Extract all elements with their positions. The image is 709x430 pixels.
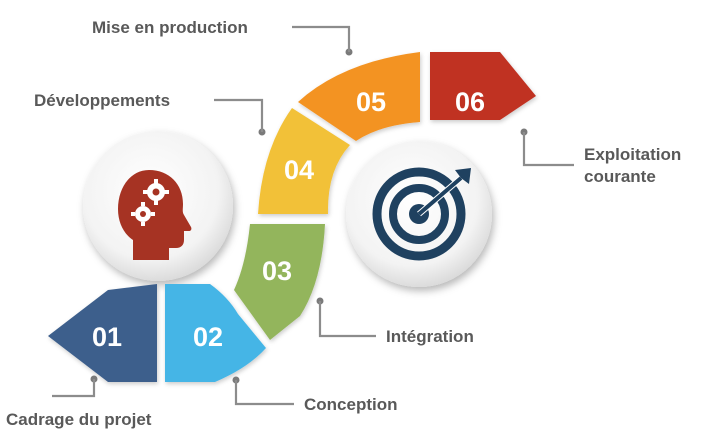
step-2-segment[interactable] xyxy=(165,284,266,382)
step-6-segment[interactable] xyxy=(430,52,536,120)
head-with-gears-icon xyxy=(118,170,192,260)
step-4-number: 04 xyxy=(284,155,314,185)
step-6-number: 06 xyxy=(455,87,485,117)
step-6-label-line-1: Exploitation xyxy=(584,145,681,164)
connector-step-3 xyxy=(316,297,376,338)
connector-step-4 xyxy=(214,98,266,136)
step-5-segment[interactable] xyxy=(298,52,420,141)
step-4-label: Développements xyxy=(34,91,170,110)
step-6-label-line-2: courante xyxy=(584,167,656,186)
step-3-segment[interactable] xyxy=(234,224,325,340)
connector-step-2 xyxy=(232,376,294,406)
step-6-label: Exploitation courante xyxy=(584,145,686,186)
step-2-label: Conception xyxy=(304,395,398,414)
target-with-arrow-icon xyxy=(372,167,471,261)
step-5-number: 05 xyxy=(356,87,386,117)
step-1-segment[interactable] xyxy=(48,284,157,382)
step-4-segment[interactable] xyxy=(258,108,350,214)
connector-step-5 xyxy=(292,25,353,56)
step-1-label: Cadrage du projet xyxy=(6,410,152,429)
step-3-number: 03 xyxy=(262,256,292,286)
step-5-label: Mise en production xyxy=(92,18,248,37)
step-2-number: 02 xyxy=(193,322,223,352)
step-1-number: 01 xyxy=(92,322,122,352)
connector-step-1 xyxy=(52,375,98,398)
connector-step-6 xyxy=(520,128,574,167)
step-3-label: Intégration xyxy=(386,327,474,346)
